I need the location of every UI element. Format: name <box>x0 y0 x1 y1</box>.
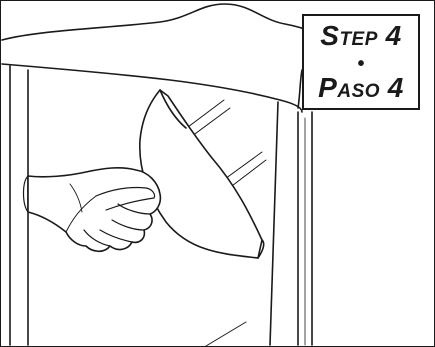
reflection-line <box>206 322 246 346</box>
right-post-inner <box>270 102 278 345</box>
mirror-crown-outer <box>2 4 312 40</box>
step-spanish-number: 4 <box>388 72 404 103</box>
step-spanish-initial: P <box>318 72 337 103</box>
step-spanish: PASO 4 <box>304 74 418 106</box>
step-english-initial: S <box>320 20 339 51</box>
step-english-rest: TEP <box>339 29 377 50</box>
peeling-film-flap <box>140 90 262 258</box>
step-label-box: STEP 4 • PASO 4 <box>302 14 420 110</box>
hand-outline <box>28 168 160 251</box>
step-spanish-rest: ASO <box>337 81 380 102</box>
step-english-number: 4 <box>386 20 402 51</box>
step-english: STEP 4 <box>304 22 418 54</box>
step-separator: • <box>304 54 418 74</box>
